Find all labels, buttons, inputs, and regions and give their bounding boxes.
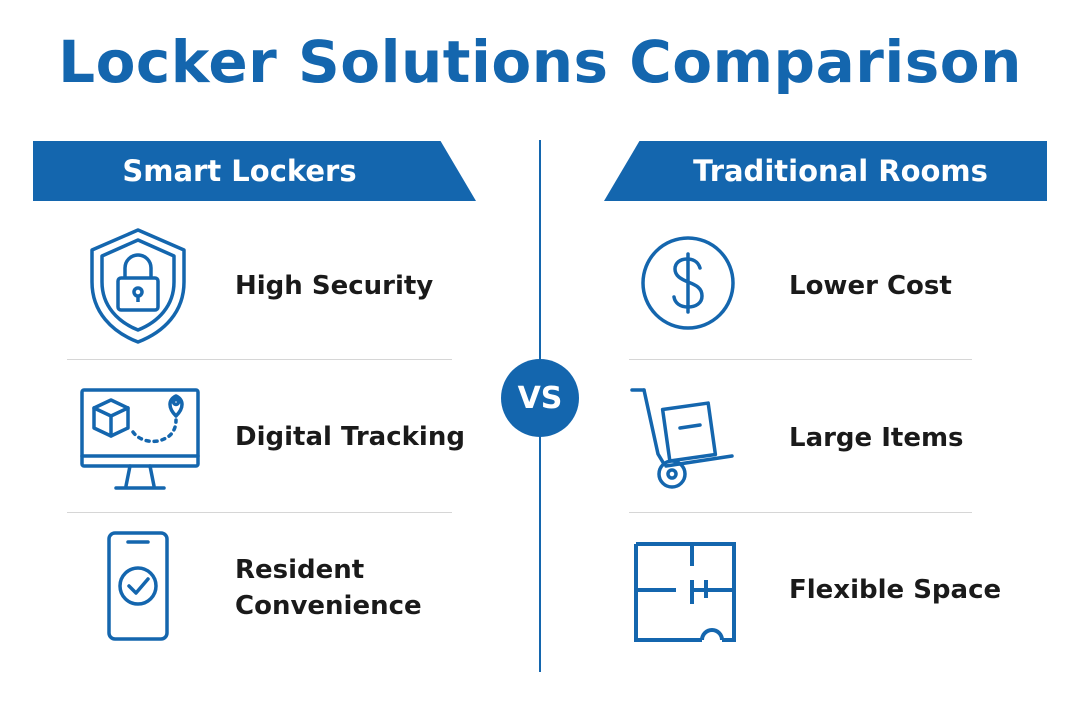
left-item-label-1: High Security [235, 271, 434, 301]
right-item-label-1: Lower Cost [789, 271, 952, 301]
dollar-icon [640, 234, 736, 332]
vs-label: VS [517, 380, 563, 416]
smart-lockers-heading-text: Smart Lockers [122, 154, 357, 188]
traditional-rooms-heading: Traditional Rooms [604, 141, 1047, 201]
hand-truck-icon [628, 384, 738, 494]
right-row-separator-1 [629, 359, 972, 360]
right-item-label-2: Large Items [789, 423, 964, 453]
vs-badge: VS [501, 359, 579, 437]
traditional-rooms-heading-text: Traditional Rooms [693, 154, 988, 188]
right-row-separator-2 [629, 512, 972, 513]
smart-lockers-heading: Smart Lockers [33, 141, 476, 201]
phone-check-icon [106, 530, 170, 642]
right-item-label-3: Flexible Space [789, 575, 1002, 605]
left-item-label-3: Resident Convenience [235, 555, 422, 621]
left-item-label-2: Digital Tracking [235, 422, 465, 452]
left-row-separator-2 [67, 512, 452, 513]
monitor-tracking-icon [78, 386, 202, 492]
shield-lock-icon [88, 226, 188, 346]
page-title: Locker Solutions Comparison [58, 28, 1022, 96]
floor-plan-icon [632, 540, 738, 644]
left-row-separator-1 [67, 359, 452, 360]
